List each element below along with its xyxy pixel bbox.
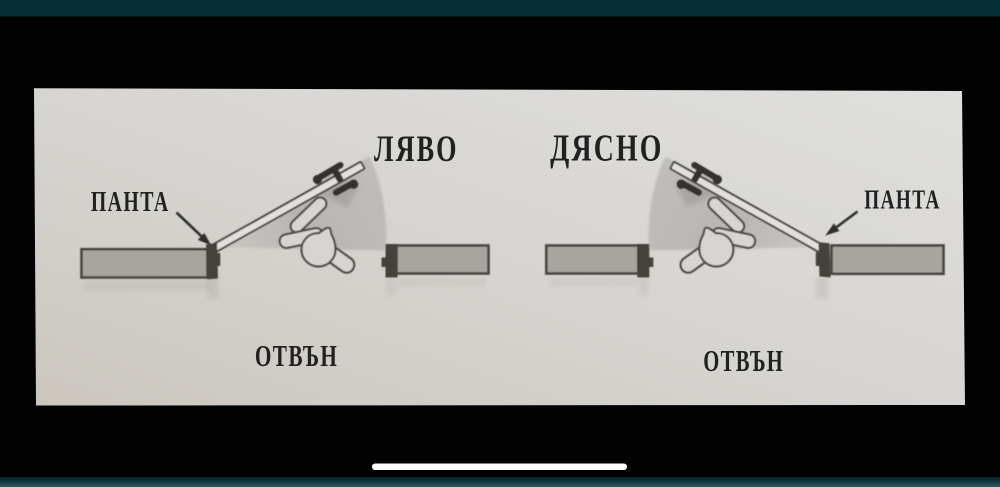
svg-text:ПАНТА: ПАНТА (864, 185, 940, 215)
svg-text:ПАНТА: ПАНТА (91, 187, 170, 218)
svg-text:ОТВЪН: ОТВЪН (255, 339, 338, 373)
svg-text:ЛЯВО: ЛЯВО (374, 127, 459, 169)
svg-text:ОТВЪН: ОТВЪН (703, 344, 784, 378)
svg-text:ДЯСНО: ДЯСНО (550, 127, 663, 169)
